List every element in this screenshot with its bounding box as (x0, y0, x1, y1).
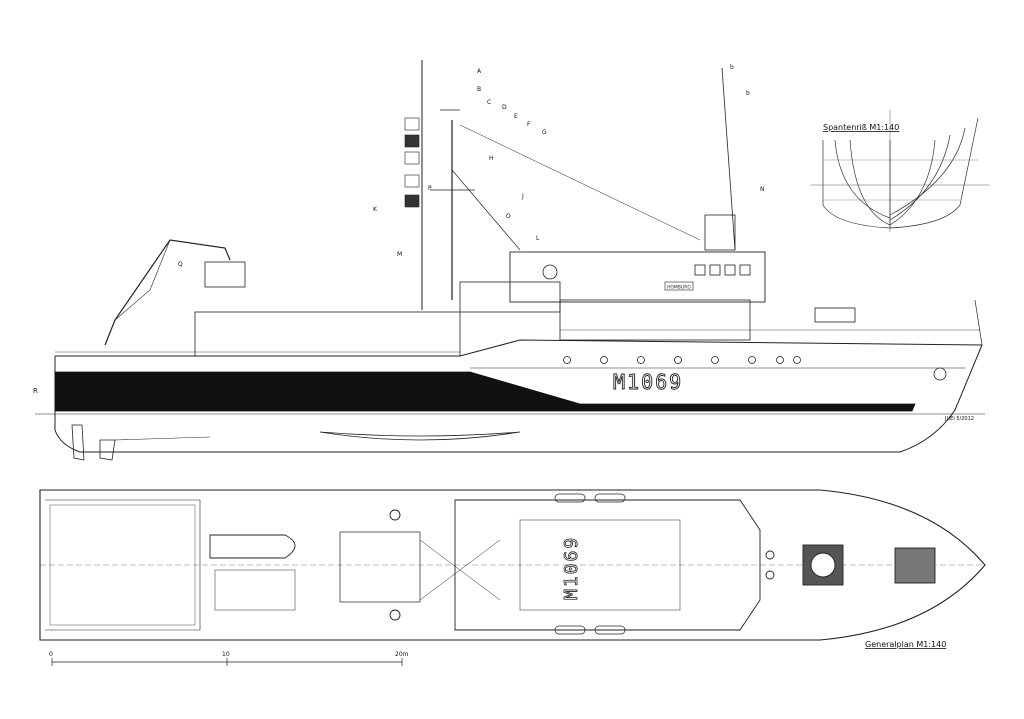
marker-j: J (521, 193, 524, 200)
life-rafts (554, 493, 626, 635)
marker-b: B (477, 86, 481, 93)
deck-number: M1069 (561, 536, 582, 600)
deck-outline (39, 489, 986, 641)
scale-label-10: 10 (222, 651, 230, 658)
marker-k: K (373, 206, 378, 213)
author-note: JUEI 5/2012 (944, 416, 974, 422)
rhib (209, 534, 296, 559)
side-elevation (35, 60, 985, 461)
plan-view (39, 489, 986, 641)
signal-flags (404, 117, 420, 208)
hull-outline (54, 344, 983, 453)
marker-q: Q (178, 261, 183, 268)
body-plan-title: Spantenriß M1:140 (823, 123, 899, 132)
marker-a: A (477, 68, 482, 75)
body-plan (810, 110, 990, 232)
marker-m: M (397, 251, 402, 258)
scale-bar (51, 658, 403, 666)
anchor-icon (933, 367, 947, 381)
marker-d: D (502, 104, 507, 111)
marker-o: O (506, 213, 511, 220)
marker-c: C (487, 99, 491, 106)
marker-f: F (527, 121, 531, 128)
portholes (563, 356, 801, 364)
marker-n: N (760, 186, 765, 193)
marker-l: L (536, 235, 540, 242)
antenna-marker-1: b (730, 64, 734, 71)
scale-label-0: 0 (49, 651, 53, 658)
hull-number: M1069 (613, 370, 683, 394)
antenna-marker-2: b (746, 90, 750, 97)
ship-name-plate: HOMBURG (667, 285, 691, 291)
scale-label-20: 20m (395, 651, 409, 658)
black-hull-band (54, 371, 916, 412)
marker-e: E (514, 113, 518, 120)
bridge-windows (694, 264, 751, 276)
mast-markers: A B C D E F G H J K L M N O P Q b b (178, 64, 765, 268)
marker-p: P (428, 185, 432, 192)
general-plan-title: Generalplan M1:140 (865, 640, 946, 649)
gun-mount-fwd (894, 547, 936, 584)
marker-g: G (542, 129, 547, 136)
marker-h: H (489, 155, 494, 162)
emblem-icon (542, 264, 558, 280)
stern-marker: R (33, 387, 38, 395)
